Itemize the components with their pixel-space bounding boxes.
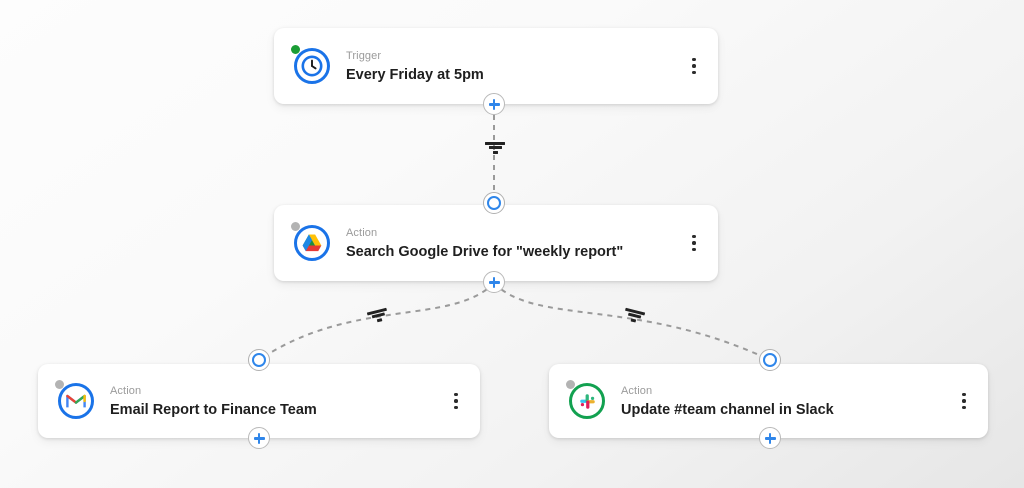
node-title: Every Friday at 5pm — [346, 66, 484, 83]
google-drive-icon — [294, 225, 330, 261]
add-step-button-after-slack[interactable] — [759, 427, 781, 449]
node-icon-gmail — [54, 379, 98, 423]
node-card-trigger-schedule[interactable]: Trigger Every Friday at 5pm — [274, 28, 718, 104]
status-dot-active — [291, 45, 300, 54]
node-kind-label: Trigger — [346, 49, 382, 62]
node-title: Email Report to Finance Team — [110, 401, 317, 418]
connection-target-gmail[interactable] — [248, 349, 270, 371]
node-kind-label: Action — [110, 384, 142, 397]
add-step-button-after-gmail[interactable] — [248, 427, 270, 449]
gmail-icon — [58, 383, 94, 419]
node-kind-label: Action — [346, 226, 378, 239]
more-options-icon[interactable] — [954, 386, 974, 416]
slack-icon — [569, 383, 605, 419]
node-title: Update #team channel in Slack — [621, 401, 834, 418]
clock-icon — [294, 48, 330, 84]
node-card-action-slack[interactable]: Action Update #team channel in Slack — [549, 364, 988, 438]
connection-target-drive[interactable] — [483, 192, 505, 214]
node-text: Action Search Google Drive for "weekly r… — [346, 226, 684, 261]
filter-icon-drive-to-gmail[interactable] — [366, 306, 389, 326]
node-icon-google-drive — [290, 221, 334, 265]
more-options-icon[interactable] — [446, 386, 466, 416]
node-text: Action Update #team channel in Slack — [621, 384, 954, 419]
add-step-button-after-drive[interactable] — [483, 271, 505, 293]
add-step-button-after-trigger[interactable] — [483, 93, 505, 115]
status-dot-idle — [55, 380, 64, 389]
node-icon-slack — [565, 379, 609, 423]
node-card-action-gmail[interactable]: Action Email Report to Finance Team — [38, 364, 480, 438]
icon-ring — [58, 383, 94, 419]
filter-icon-trigger-to-drive[interactable] — [485, 140, 505, 156]
node-card-action-google-drive[interactable]: Action Search Google Drive for "weekly r… — [274, 205, 718, 281]
status-dot-idle — [566, 380, 575, 389]
filter-icon-drive-to-slack[interactable] — [622, 306, 646, 326]
more-options-icon[interactable] — [684, 228, 704, 258]
connection-target-slack[interactable] — [759, 349, 781, 371]
node-text: Action Email Report to Finance Team — [110, 384, 446, 419]
more-options-icon[interactable] — [684, 51, 704, 81]
status-dot-idle — [291, 222, 300, 231]
node-kind-label: Action — [621, 384, 653, 397]
node-title: Search Google Drive for "weekly report" — [346, 243, 624, 260]
node-icon-clock — [290, 44, 334, 88]
node-text: Trigger Every Friday at 5pm — [346, 49, 684, 84]
